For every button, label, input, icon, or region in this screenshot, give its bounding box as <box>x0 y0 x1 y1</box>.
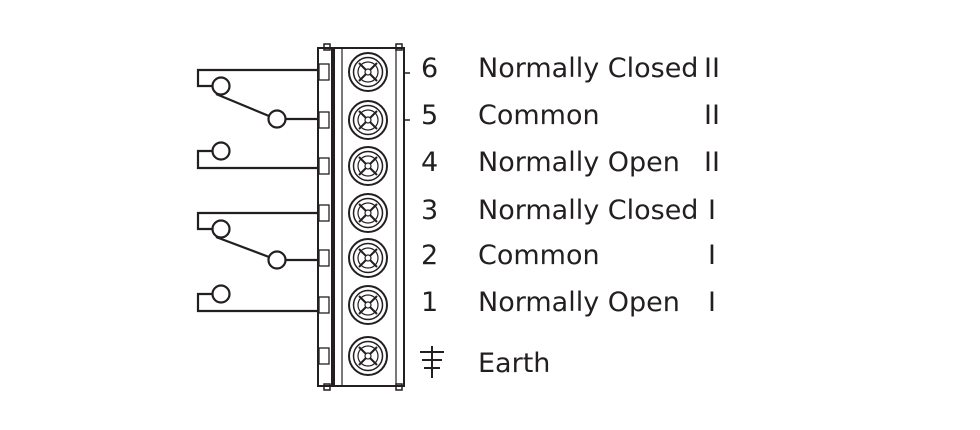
terminal-number: 4 <box>421 147 438 178</box>
terminal-name: Normally Closed <box>478 53 698 84</box>
contact-group: I <box>708 287 716 318</box>
contact-group: II <box>704 100 720 131</box>
earth-ground-icon <box>420 346 444 378</box>
terminal-screw <box>348 100 388 140</box>
terminal-screws <box>348 52 388 376</box>
changeover-contact-icon <box>196 211 318 313</box>
terminal-screw <box>348 52 388 92</box>
terminal-screw <box>348 146 388 186</box>
terminal-screw <box>348 238 388 278</box>
terminal-number: 3 <box>421 195 438 226</box>
terminal-name: Normally Closed <box>478 195 698 226</box>
contact-group: II <box>704 53 720 84</box>
terminal-name: Common <box>478 100 600 131</box>
rail-clip <box>318 249 330 267</box>
rail-clip <box>318 296 330 314</box>
terminal-name: Common <box>478 240 600 271</box>
rail-clip <box>318 63 330 81</box>
rail-clip <box>318 157 330 175</box>
terminal-number: 5 <box>421 100 438 131</box>
terminal-screw <box>348 336 388 376</box>
terminal-name: Normally Open <box>478 147 680 178</box>
terminal-number: 2 <box>421 240 438 271</box>
rail-clip <box>318 204 330 222</box>
earth-label: Earth <box>478 348 550 379</box>
contact-group: II <box>704 147 720 178</box>
contact-group: I <box>708 240 716 271</box>
rail-clip <box>318 111 330 129</box>
relay-wiring <box>196 68 318 313</box>
terminal-clips <box>318 63 330 365</box>
changeover-contact-icon <box>196 68 318 170</box>
terminal-screw <box>348 285 388 325</box>
contact-group: I <box>708 195 716 226</box>
terminal-block <box>317 43 410 391</box>
terminal-number: 6 <box>421 53 438 84</box>
rail-clip <box>318 347 330 365</box>
terminal-screw <box>348 193 388 233</box>
terminal-number: 1 <box>421 287 438 318</box>
terminal-name: Normally Open <box>478 287 680 318</box>
